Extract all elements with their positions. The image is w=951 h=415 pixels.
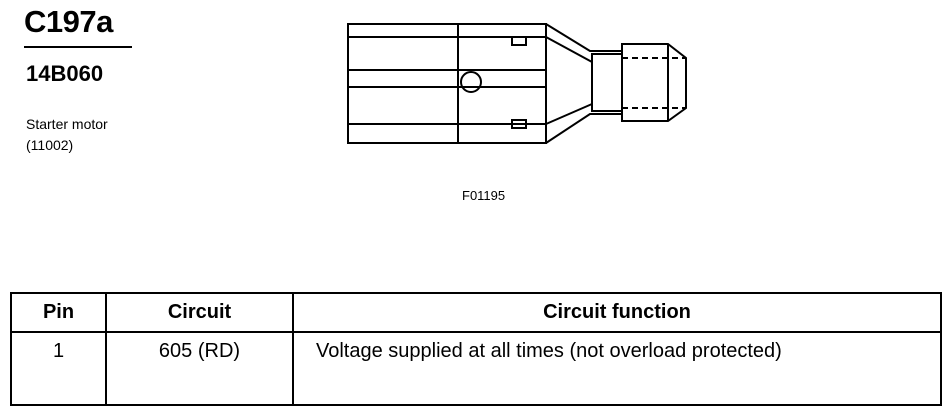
cell-circuit: 605 (RD): [105, 331, 294, 406]
taper-bottom: [545, 113, 622, 144]
header-circuit: Circuit: [105, 292, 294, 333]
terminal-nut: [621, 43, 687, 122]
figure-id: F01195: [462, 188, 506, 203]
component-code: (11002): [26, 137, 74, 153]
table-row: 1 605 (RD) Voltage supplied at all times…: [10, 331, 942, 406]
part-number: 14B060: [26, 61, 104, 86]
connector-id-underline: [24, 46, 132, 48]
connector-drawing: [347, 23, 687, 144]
header-circuit-function: Circuit function: [292, 292, 942, 333]
header-pin: Pin: [10, 292, 107, 333]
component-description: Starter motor (11002): [26, 114, 108, 156]
pin-table-header: Pin Circuit Circuit function: [10, 292, 942, 333]
cell-pin: 1: [10, 331, 107, 406]
latch-hole: [460, 71, 482, 93]
taper-inner-bottom: [545, 103, 593, 125]
component-name: Starter motor: [26, 116, 108, 132]
taper-inner-top: [545, 36, 593, 63]
latch-tab-bottom: [511, 119, 527, 129]
pin-table: Pin Circuit Circuit function 1 605 (RD) …: [10, 292, 942, 406]
cell-circuit-function: Voltage supplied at all times (not overl…: [292, 331, 942, 406]
connector-body: [347, 23, 547, 144]
connector-id: C197a: [24, 4, 113, 39]
neck: [591, 53, 623, 112]
taper-top: [545, 23, 622, 52]
latch-tab-top: [511, 36, 527, 46]
